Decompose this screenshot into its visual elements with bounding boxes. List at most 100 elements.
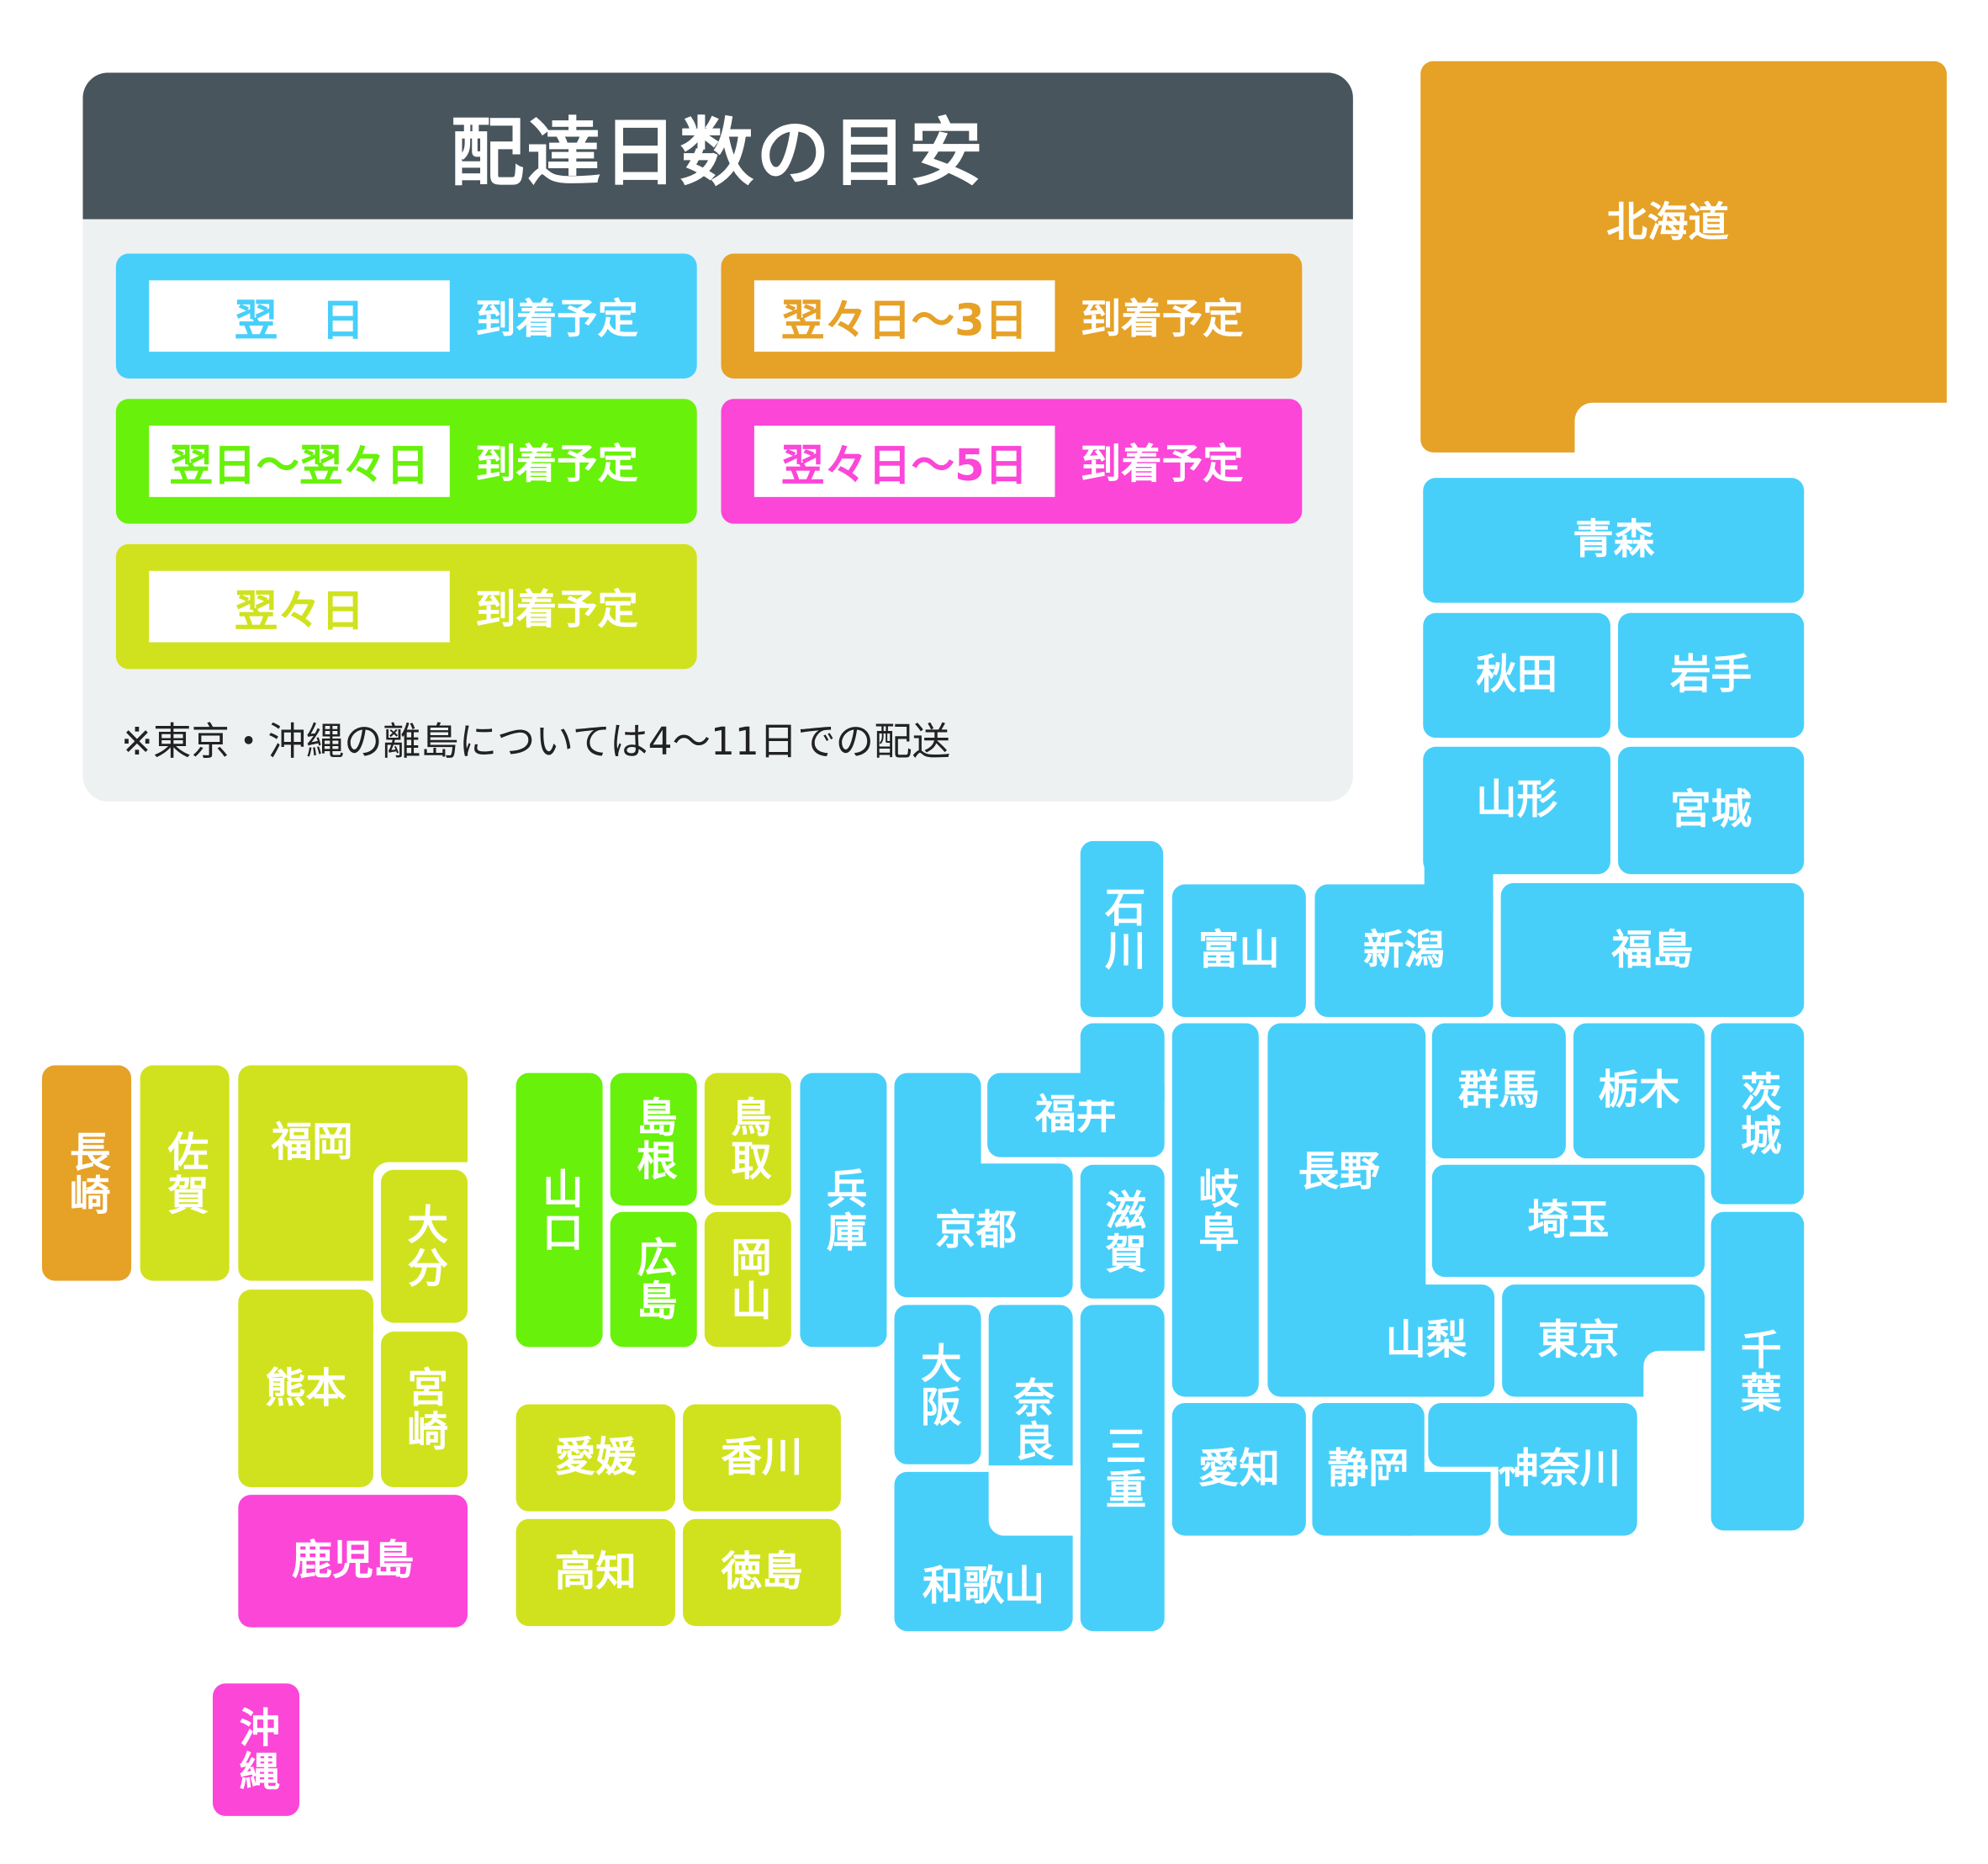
pref-hiroshima: 広島 [610,1211,697,1348]
pref-wakayama: 和歌山 [894,1471,1073,1632]
pref-label: 鹿児島 [291,1535,415,1585]
pref-label: 宮城 [1670,785,1753,834]
pref-label: 京都 [935,1205,1017,1254]
legend-label: 翌 日 [149,280,450,352]
legend-suffix: 到着予定 [1080,294,1244,343]
pref-hokkaido: 北海道 [1420,61,1947,453]
kanagawa-extension [1428,1403,1518,1467]
pref-label: 宮崎 [400,1366,450,1454]
pref-yamanashi: 山梨 [1357,1284,1495,1397]
pref-label: 石川 [1098,885,1147,972]
legend-suffix: 到着予定 [475,294,639,343]
pref-label: 山口 [536,1166,585,1254]
pref-label: 沖縄 [232,1706,282,1793]
pref-ibaraki: 茨城 [1710,1023,1805,1205]
legend-label: 翌日〜翌々日 [149,426,450,497]
pref-miyagi: 宮城 [1618,746,1805,875]
pref-label: 広島 [630,1236,679,1323]
legend-panel: 配達日数の目安 翌 日 到着予定 翌々日〜3日 到着予定 翌日〜翌々日 到着予定… [82,72,1353,802]
legend-item-next-day: 翌 日 到着予定 [115,253,697,379]
pref-miyazaki: 宮崎 [380,1332,468,1488]
pref-fukui: 福井 [987,1072,1165,1157]
pref-label: 秋田 [1476,649,1558,699]
pref-label: 群馬 [1457,1065,1540,1115]
legend-item-day-after-to-5: 翌々日〜5日 到着予定 [721,399,1303,524]
legend-title: 配達日数の目安 [82,72,1353,220]
pref-tottori: 鳥取 [704,1072,791,1206]
pref-okinawa: 沖縄 [213,1683,300,1816]
shizuoka-extension [1388,1471,1491,1536]
legend-item-next-to-day-after: 翌日〜翌々日 到着予定 [115,399,697,524]
pref-aomori: 青森 [1423,478,1805,603]
legend-suffix: 到着予定 [475,585,639,633]
pref-chiba: 千葉 [1710,1211,1805,1531]
pref-label: 茨城 [1734,1070,1783,1157]
legend-label: 翌々日〜5日 [753,426,1055,497]
pref-okayama: 岡山 [704,1211,791,1348]
pref-hyogo: 兵庫 [800,1072,887,1348]
pref-label: 鳥取 [724,1095,774,1183]
pref-akita: 秋田 [1423,612,1610,739]
pref-label: 福島 [1611,924,1694,974]
pref-label: 熊本 [265,1363,347,1412]
pref-label: 大分 [400,1203,450,1290]
pref-nagasaki: 長崎 [41,1065,132,1281]
pref-kagawa: 香川 [683,1404,841,1512]
pref-label: 和歌山 [922,1561,1045,1611]
pref-label: 岩手 [1670,649,1753,699]
pref-shimane: 島根 [610,1072,697,1206]
pref-label: 山梨 [1385,1315,1467,1364]
pref-yamaguchi: 山口 [516,1072,603,1348]
pref-label: 青森 [1573,515,1655,564]
pref-label: 東京 [1537,1315,1620,1364]
pref-aichi: 愛知 [1171,1403,1306,1536]
pref-ehime: 愛媛 [516,1404,675,1512]
pref-oita: 大分 [380,1169,468,1323]
pref-label: 栃木 [1598,1065,1680,1115]
tokyo-notch [1643,1350,1708,1402]
pref-label: 福井 [1034,1089,1117,1139]
pref-label: 山形 [1476,775,1558,823]
pref-label: 埼玉 [1527,1195,1610,1244]
pref-label: 奈良 [1007,1376,1056,1464]
pref-label: 大阪 [914,1341,964,1428]
pref-tochigi: 栃木 [1573,1023,1705,1159]
pref-label: 兵庫 [820,1166,869,1254]
pref-saga: 佐賀 [140,1065,230,1281]
legend-label: 翌々日 [149,570,450,643]
pref-label: 愛媛 [554,1432,637,1481]
pref-kochi: 高知 [516,1518,675,1627]
niigata-extension [1424,840,1494,918]
kyoto-extension [894,1072,981,1188]
pref-shiga: 滋賀 [1080,1164,1165,1299]
pref-label: 高知 [554,1547,637,1597]
pref-label: 岐阜 [1192,1166,1241,1254]
pref-tokushima: 徳島 [683,1518,841,1627]
pref-label: 滋賀 [1099,1188,1148,1275]
pref-tokyo: 東京 [1502,1284,1705,1397]
pref-niigata: 新潟 [1314,884,1494,1017]
hokkaido-notch [1574,402,1958,479]
fukui-extension [1080,1023,1165,1100]
pref-toyama: 富山 [1171,884,1306,1017]
pref-label: 長野 [1298,1146,1380,1196]
wakayama-notch [988,1465,1081,1536]
pref-label: 富山 [1198,925,1280,974]
pref-label: 新潟 [1363,925,1446,974]
legend-note: ※東京・沖縄の離島については4〜11日での配送 [120,719,951,765]
pref-label: 三重 [1099,1424,1148,1512]
pref-label: 長崎 [63,1130,113,1217]
pref-kagoshima: 鹿児島 [238,1495,468,1628]
pref-iwate: 岩手 [1618,612,1805,739]
pref-label: 島根 [630,1095,679,1183]
pref-gifu: 岐阜 [1171,1023,1259,1397]
legend-suffix: 到着予定 [1080,439,1244,489]
pref-shizuoka: 静岡 [1312,1403,1425,1536]
pref-saitama: 埼玉 [1431,1164,1705,1278]
pref-label: 愛知 [1198,1443,1280,1493]
legend-label: 翌々日〜3日 [753,280,1055,352]
pref-gunma: 群馬 [1431,1023,1566,1159]
legend-item-day-after: 翌々日 到着予定 [115,543,697,670]
pref-label: 徳島 [721,1547,803,1597]
